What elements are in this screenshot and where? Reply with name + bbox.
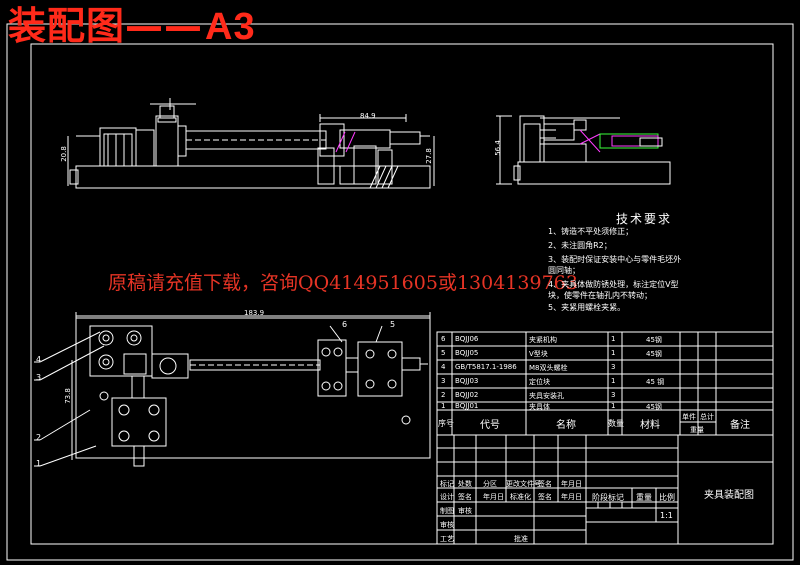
- balloon-2: 2: [36, 433, 42, 442]
- bom-cell-material: 45钢: [646, 403, 662, 411]
- tb-rev-h4: 签名: [538, 480, 552, 488]
- tech-note-4b: 块，使零件在轴孔内不转动；: [548, 291, 652, 300]
- balloon-3: 3: [36, 373, 42, 382]
- header-title-text: 装配图——: [8, 4, 204, 48]
- tb-design-3: 标准化: [510, 493, 531, 501]
- bom-cell-material: 45钢: [646, 336, 662, 344]
- bom-cell-qty: 1: [611, 349, 616, 357]
- bom-cell-name: 夹具体: [529, 403, 550, 411]
- tb-review: 审核: [440, 521, 454, 529]
- tech-note-5: 5、夹紧用螺栓夹紧。: [548, 303, 626, 312]
- tb-rev-h3: 更改文件号: [506, 480, 541, 488]
- tb-rev-h2: 分区: [483, 480, 497, 488]
- tb-check: 制图: [440, 507, 454, 515]
- bom-cell-code: BQJJ03: [455, 377, 479, 385]
- tb-scale-label: 比例: [659, 493, 675, 502]
- plan-view: [34, 312, 431, 467]
- bom-cell-code: BQJJ06: [455, 335, 479, 343]
- bom-cell-no: 4: [441, 363, 446, 371]
- tb-check2: 审核: [458, 507, 472, 515]
- tb-design-5: 年月日: [561, 493, 582, 501]
- bom-header-unit: 单件: [682, 413, 696, 421]
- header-sheet-size: A3: [205, 6, 256, 48]
- bom-cell-no: 5: [441, 349, 446, 357]
- side-view: [496, 115, 671, 185]
- tb-design-2: 年月日: [483, 493, 504, 501]
- dim-side-height: 56.4: [493, 140, 502, 156]
- dim-plan-width: 183.9: [244, 309, 265, 317]
- balloon-5: 5: [390, 320, 396, 329]
- bom-cell-qty: 3: [611, 391, 616, 399]
- bom-header-material: 材料: [640, 420, 660, 431]
- tb-craft: 工艺: [440, 535, 454, 543]
- bom-cell-qty: 1: [611, 335, 616, 343]
- front-view: [67, 98, 435, 189]
- bom-header-name: 名称: [556, 420, 576, 431]
- balloon-1: 1: [36, 459, 42, 468]
- bom-cell-material: 45钢: [646, 350, 662, 358]
- bom-table-grid: [436, 331, 774, 436]
- dim-top-width: 84.9: [360, 112, 376, 120]
- bom-cell-no: 1: [441, 402, 446, 410]
- balloon-6: 6: [342, 320, 348, 329]
- tb-rev-h5: 年月日: [561, 480, 582, 488]
- bom-cell-qty: 1: [611, 377, 616, 385]
- dim-top-height-left: 20.8: [59, 146, 68, 162]
- sheet-outer-border: [6, 23, 794, 561]
- bom-cell-code: BQJJ02: [455, 391, 479, 399]
- bom-cell-material: 45 钢: [646, 378, 665, 386]
- bom-header-weight: 重量: [690, 426, 704, 434]
- tb-approve: 批准: [514, 535, 528, 543]
- tb-design-0: 设计: [440, 493, 454, 501]
- bom-cell-name: M8双头螺栓: [529, 364, 568, 372]
- bom-cell-name: 夹具安装孔: [529, 392, 564, 400]
- tech-note-3: 3、装配时保证安装中心与零件毛坯外: [548, 255, 682, 264]
- bom-cell-name: 定位块: [529, 378, 550, 386]
- bom-cell-name: 夹紧机构: [529, 336, 557, 344]
- bom-cell-no: 6: [441, 335, 446, 343]
- bom-cell-code: BQJJ05: [455, 349, 479, 357]
- tech-requirements-title: 技术要求: [616, 212, 673, 226]
- bom-cell-qty: 3: [611, 363, 616, 371]
- download-watermark: 原稿请充值下载，咨询QQ414951605或1304139763: [108, 272, 578, 294]
- tb-rev-h1: 处数: [458, 480, 472, 488]
- bom-cell-no: 2: [441, 391, 446, 399]
- title-block-grid: [436, 434, 774, 545]
- bom-header-remark: 备注: [730, 420, 750, 431]
- bom-header-total: 总计: [700, 413, 714, 421]
- bom-cell-name: V型块: [529, 350, 548, 358]
- tb-scale-value: 1:1: [660, 511, 673, 520]
- bom-cell-qty: 1: [611, 402, 616, 410]
- dim-top-height-right: 27.8: [424, 148, 433, 164]
- bom-cell-no: 3: [441, 377, 446, 385]
- bom-header-qty: 数量: [608, 419, 624, 428]
- bom-header-code: 代号: [480, 420, 500, 431]
- tech-note-4: 4、夹具体做防锈处理，标注定位V型: [548, 280, 679, 289]
- tb-design-1: 签名: [458, 493, 472, 501]
- sheet-header-title: 装配图——A3: [8, 6, 256, 47]
- tb-drawing-name: 夹具装配图: [704, 490, 754, 501]
- tb-design-4: 签名: [538, 493, 552, 501]
- bom-cell-code: GB/T5817.1-1986: [455, 363, 517, 371]
- sheet-inner-border: [30, 43, 774, 545]
- bom-header-no: 序号: [438, 419, 454, 428]
- bom-cell-code: BQJJ01: [455, 402, 479, 410]
- tech-note-2: 2、未注圆角R2；: [548, 241, 612, 250]
- dim-plan-height: 73.8: [63, 388, 72, 404]
- tb-stage-label: 阶段标记: [592, 493, 624, 502]
- tb-weight-label: 重量: [636, 493, 652, 502]
- tech-note-3b: 圆同轴；: [548, 266, 580, 275]
- tb-rev-h0: 标记: [440, 480, 454, 488]
- tech-note-1: 1、铸造不平处须修正；: [548, 227, 634, 236]
- balloon-4: 4: [36, 355, 42, 364]
